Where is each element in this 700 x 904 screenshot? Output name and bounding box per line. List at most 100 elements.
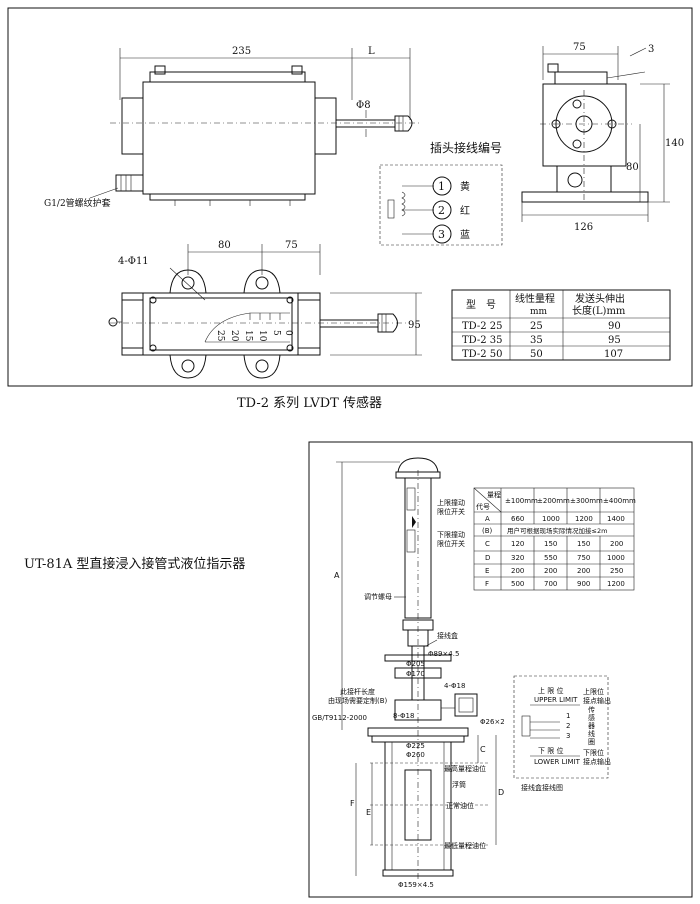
rt-code-c: C	[485, 540, 490, 548]
rt-f-1: 500	[511, 580, 524, 588]
label-rod-length-1: 此接杆长度	[340, 687, 375, 696]
td-length-1: 90	[608, 321, 621, 332]
rt-code-b: (B)	[482, 527, 493, 535]
label-phi260: Φ260	[406, 751, 425, 759]
rt-col-2: ±200mm	[537, 497, 570, 505]
dim-d: D	[498, 788, 504, 797]
wiring-lower-out-2: 接点输出	[583, 757, 611, 766]
rt-d-2: 550	[544, 554, 557, 562]
wiring-coil-5: 圈	[588, 738, 595, 746]
rt-b-note: 用户可根据现场实际情况加接≤2m	[507, 526, 607, 535]
dim-95: 95	[408, 320, 421, 331]
lvdt-front-view: 235 L Φ8 G1/2管螺纹护套	[44, 46, 420, 209]
lvdt-top-view: 80 75 4-Φ11 0 5 10 15 20 25	[108, 240, 422, 379]
rt-code-a: A	[485, 515, 490, 523]
rt-col-4: ±400mm	[603, 497, 636, 505]
rt-c-3: 150	[577, 540, 590, 548]
td-range-2: 35	[530, 335, 543, 346]
scale-tick-15: 15	[243, 330, 253, 342]
pin-3-color: 蓝	[460, 229, 470, 241]
label-lower-switch-1: 下限撞动	[437, 530, 465, 539]
wiring-coil-1: 传	[588, 705, 595, 714]
rt-a-3: 1200	[575, 515, 593, 523]
label-lower-switch-2: 限位开关	[437, 539, 465, 548]
rt-code-d: D	[485, 554, 490, 562]
td-length-2: 95	[608, 335, 621, 346]
pin-3: 3	[438, 228, 445, 241]
range-table: 量程 代号 ±100mm ±200mm ±300mm ±400mm A 660 …	[473, 487, 636, 591]
dim-126: 126	[574, 222, 593, 233]
td-model-3: TD-2 50	[462, 349, 503, 360]
scale-tick-0: 0	[283, 330, 293, 336]
level-indicator-drawing: A F E C D 上限撞动 限位开关 下限撞动 限位开关 调节螺母 接线盒 Φ…	[312, 457, 505, 889]
bottom-title: UT-81A 型直接浸入接管式液位指示器	[24, 556, 245, 572]
label-float: 浮筒	[452, 780, 466, 789]
td-model-2: TD-2 35	[462, 335, 503, 346]
dim-140: 140	[665, 138, 684, 149]
scale-tick-5: 5	[271, 330, 281, 336]
wiring-coil-3: 器	[588, 722, 595, 730]
rt-e-3: 200	[577, 567, 590, 575]
plug-title: 插头接线编号	[430, 140, 502, 155]
scale-tick-10: 10	[257, 330, 267, 342]
label-junction-box: 接线盒	[437, 631, 458, 640]
scale-tick-25: 25	[215, 330, 225, 342]
dim-holes: 4-Φ11	[118, 256, 149, 267]
label-phi89: Φ89×4.5	[428, 650, 459, 658]
label-adjust-nut: 调节螺母	[364, 592, 392, 601]
rt-a-4: 1400	[607, 515, 625, 523]
plug-wiring: 插头接线编号 1 2 3 黄 红 蓝	[379, 140, 503, 246]
pin-1: 1	[438, 180, 445, 193]
label-standard: GB/T9112-2000	[312, 714, 367, 722]
rt-code-f: F	[485, 580, 489, 588]
label-upper-switch-1: 上限撞动	[437, 498, 465, 507]
rt-d-3: 750	[577, 554, 590, 562]
wiring-pin-3: 3	[566, 732, 570, 740]
wiring-coil-4: 线	[588, 729, 595, 738]
label-max-level: 最高量程油位	[444, 764, 486, 773]
wiring-upper-out-1: 上限位	[583, 687, 604, 696]
dim-235: 235	[232, 46, 251, 57]
model-table: 型 号 线性量程 mm 发送头伸出 长度(L)mm TD-2 25 25 90 …	[451, 289, 671, 361]
dim-3: 3	[648, 44, 654, 55]
rt-c-2: 150	[544, 540, 557, 548]
rt-code-e: E	[485, 567, 489, 575]
rt-f-3: 900	[577, 580, 590, 588]
bottom-frame	[308, 441, 693, 898]
wiring-upper-cn: 上 限 位	[538, 686, 563, 695]
thread-label: G1/2管螺纹护套	[44, 197, 111, 209]
rt-e-1: 200	[511, 567, 524, 575]
dim-75-side: 75	[573, 42, 586, 53]
th-length: 发送头伸出	[575, 292, 625, 305]
th-range-unit: mm	[530, 307, 548, 317]
rt-d-4: 1000	[607, 554, 625, 562]
rt-col-1: ±100mm	[505, 497, 538, 505]
rt-c-1: 120	[511, 540, 524, 548]
rt-col-3: ±300mm	[570, 497, 603, 505]
td-length-3: 107	[604, 349, 623, 360]
label-min-level: 最低量程油位	[444, 841, 486, 850]
label-phi170: Φ170	[406, 670, 425, 678]
th-range: 线性量程	[515, 292, 555, 305]
rt-e-2: 200	[544, 567, 557, 575]
dim-e: E	[366, 808, 371, 817]
th-length-unit: 长度(L)mm	[572, 304, 626, 317]
lvdt-side-view: 75 3 126 140 80	[521, 42, 684, 233]
wiring-upper-en: UPPER LIMIT	[534, 696, 578, 704]
wiring-upper-out-2: 接点输出	[583, 696, 611, 705]
rt-a-1: 660	[511, 515, 524, 523]
scale-tick-20: 20	[229, 330, 239, 342]
wiring-lower-cn: 下 限 位	[538, 746, 563, 755]
pin-2-color: 红	[460, 204, 470, 217]
label-phi205: Φ205	[406, 660, 425, 668]
td-model-1: TD-2 25	[462, 321, 503, 332]
wiring-lower-out-1: 下限位	[583, 748, 604, 757]
th-model: 型 号	[466, 298, 496, 311]
rt-corner-bottom: 代号	[476, 502, 490, 511]
pin-1-color: 黄	[460, 180, 470, 193]
wiring-coil-2: 感	[588, 713, 595, 722]
dim-f: F	[350, 799, 355, 808]
dim-75-top: 75	[285, 240, 298, 251]
wiring-caption: 接线盒接线图	[521, 783, 563, 792]
